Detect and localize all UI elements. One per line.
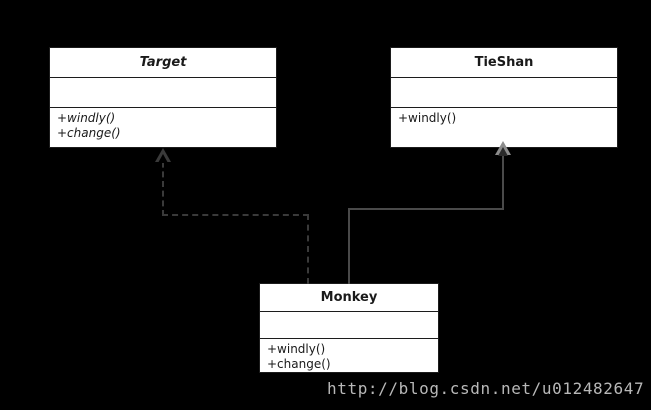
uml-class-tieshan-attributes	[391, 78, 617, 108]
uml-operation: +windly()	[267, 342, 326, 356]
uml-class-tieshan-operations: +windly()	[391, 108, 617, 147]
uml-operation: +windly()	[398, 111, 457, 125]
uml-class-target-operations: +windly() +change()	[50, 108, 276, 147]
realization-connector-vertical-lower	[307, 214, 309, 284]
hollow-triangle-arrowhead-inner-icon	[498, 147, 508, 156]
uml-class-tieshan-title: TieShan	[391, 48, 617, 78]
uml-class-monkey-title: Monkey	[260, 284, 438, 312]
realization-connector-horizontal	[162, 214, 309, 216]
uml-class-monkey[interactable]: Monkey +windly() +change()	[259, 283, 439, 373]
watermark-url: http://blog.csdn.net/u012482647	[327, 379, 645, 398]
uml-class-monkey-operations: +windly() +change()	[260, 339, 438, 372]
uml-class-monkey-attributes	[260, 312, 438, 339]
generalization-connector-horizontal	[349, 208, 504, 210]
uml-operation: +windly()	[57, 111, 116, 125]
uml-operation: +change()	[267, 357, 331, 371]
hollow-triangle-arrowhead-inner-icon	[158, 154, 168, 163]
generalization-connector-vertical-lower	[348, 208, 350, 284]
uml-class-target-attributes	[50, 78, 276, 108]
generalization-connector-vertical-upper	[502, 152, 504, 210]
uml-operation: +change()	[57, 126, 121, 140]
realization-connector-vertical-upper	[162, 152, 164, 216]
uml-class-target[interactable]: Target +windly() +change()	[49, 47, 277, 148]
uml-class-target-title: Target	[50, 48, 276, 78]
uml-class-tieshan[interactable]: TieShan +windly()	[390, 47, 618, 148]
